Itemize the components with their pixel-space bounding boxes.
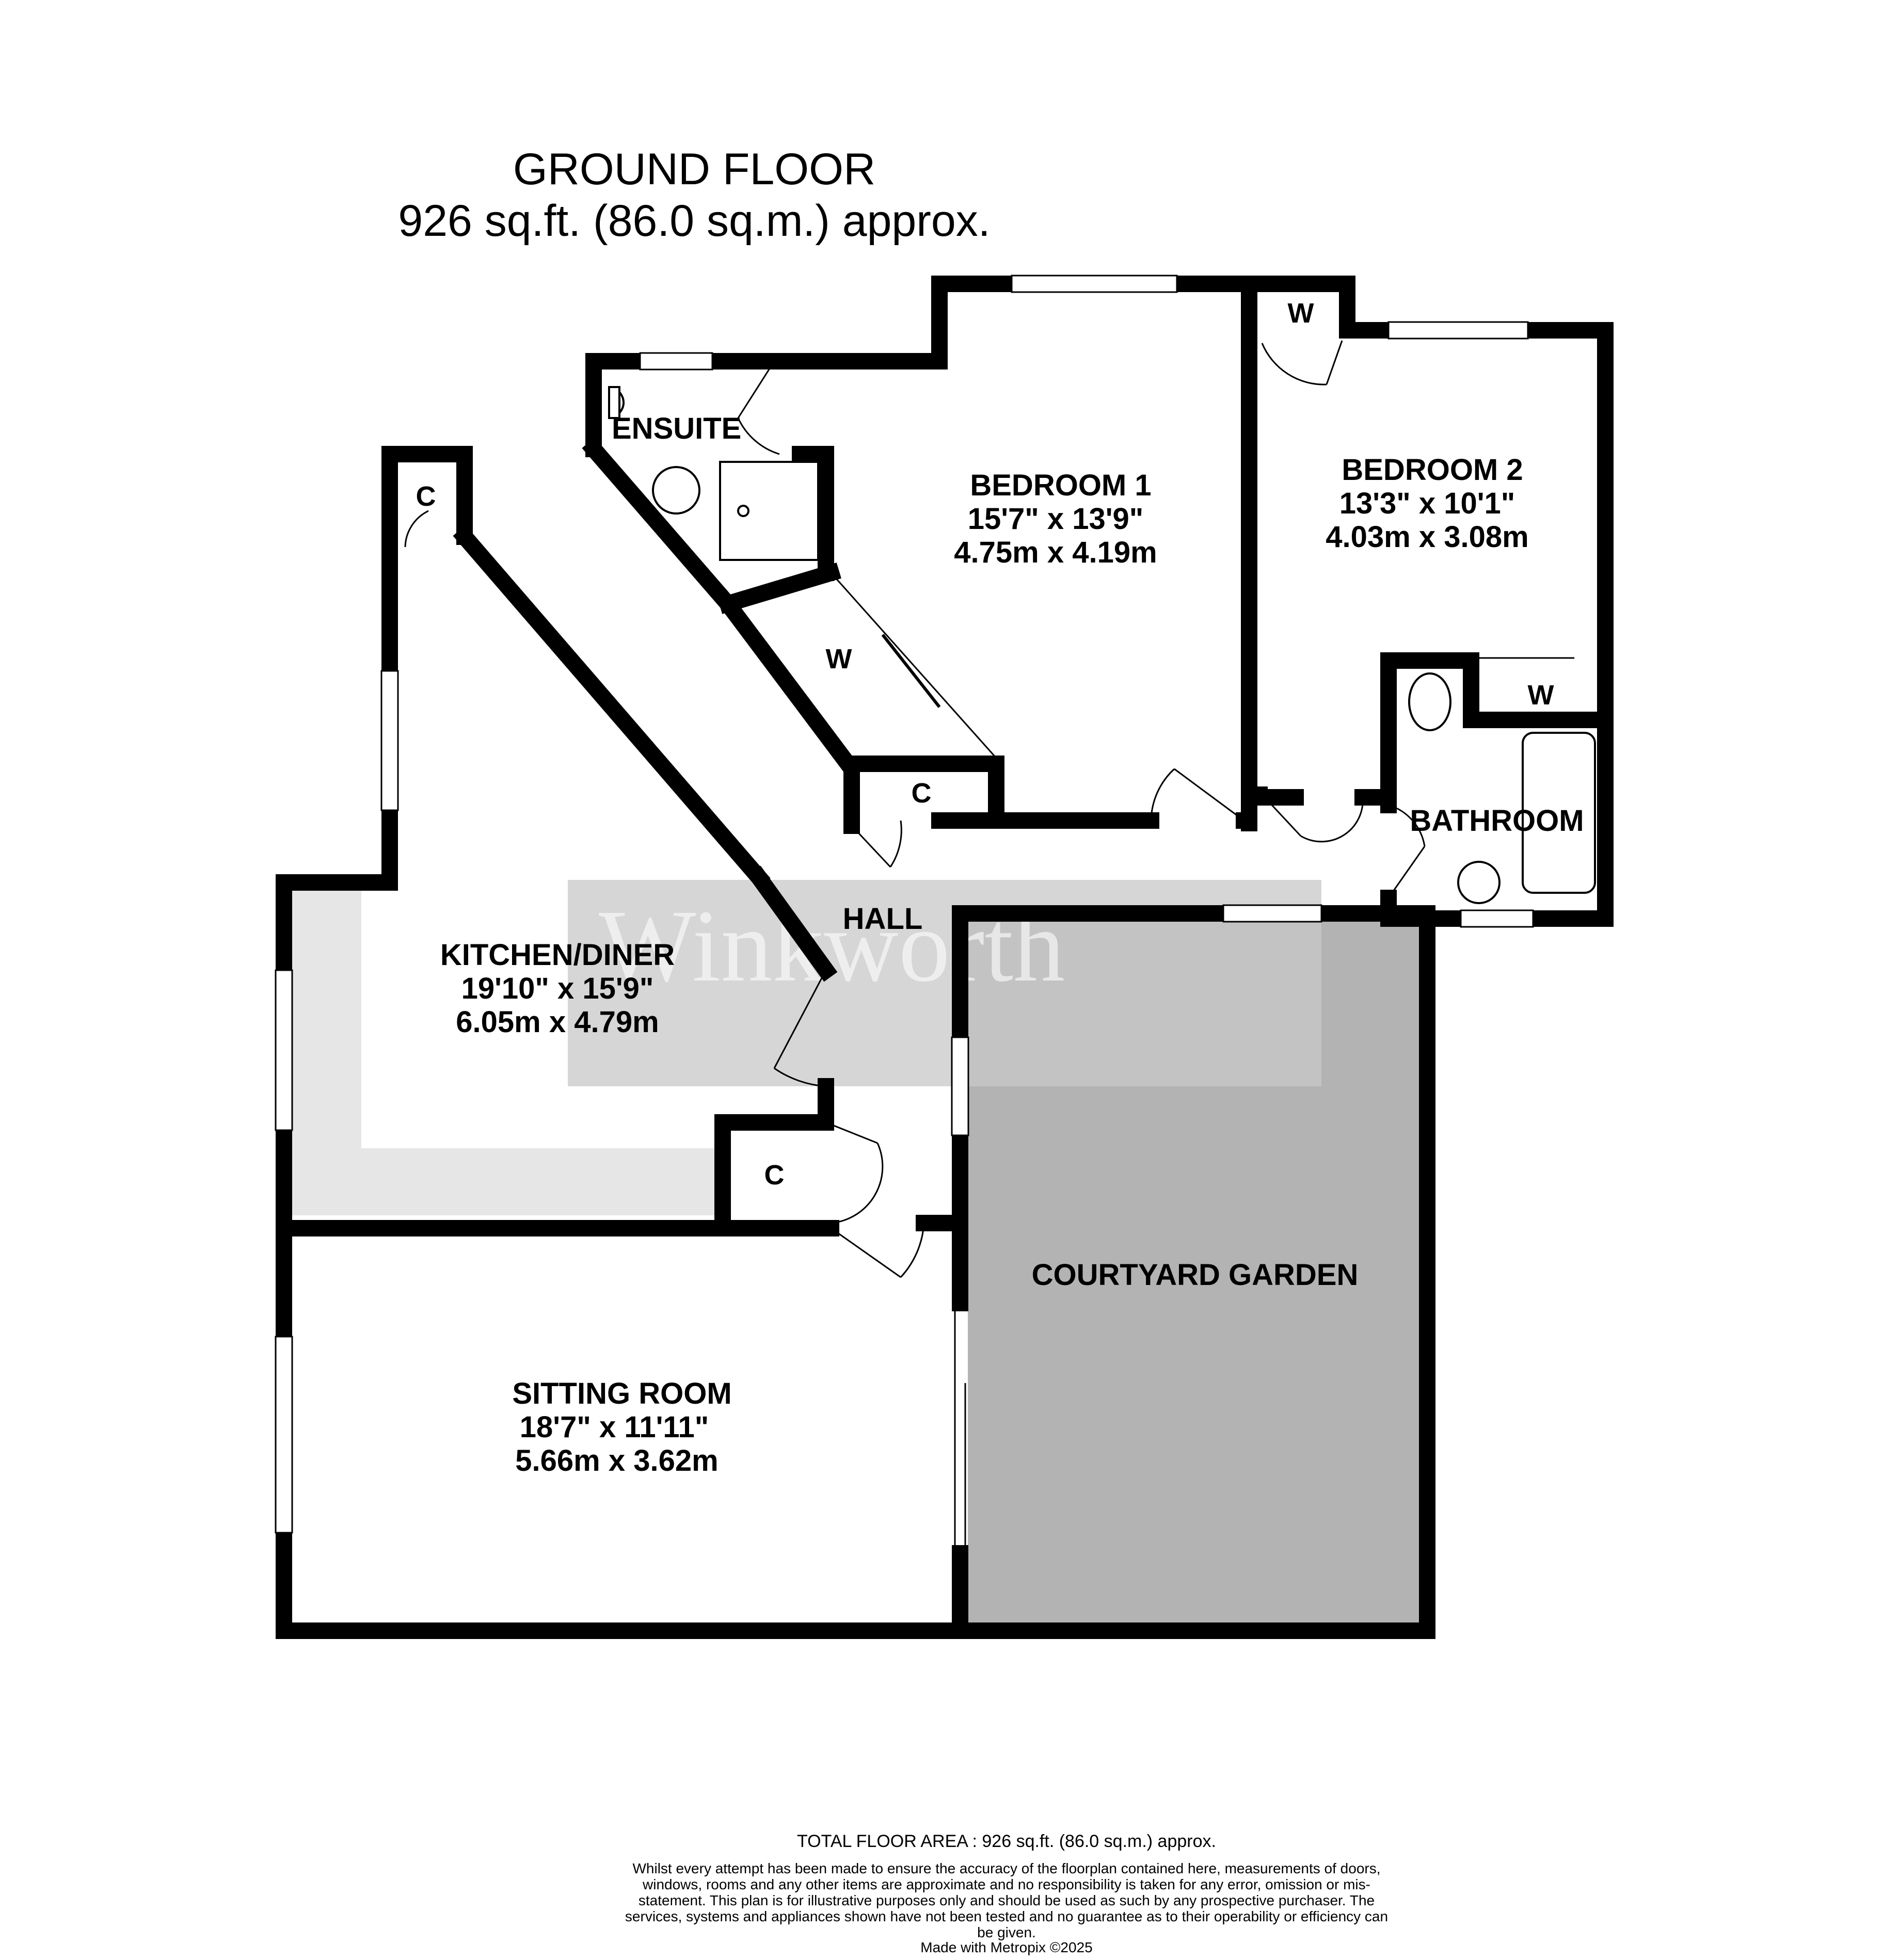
window-courtyard-side	[951, 1036, 969, 1136]
hall-label: HALL	[843, 902, 923, 936]
kitchen-worktop	[292, 888, 717, 1215]
bed2-wardrobe-top-label: W	[1288, 298, 1314, 329]
door-cupboard-lower	[825, 1121, 884, 1224]
shower-tray	[719, 461, 819, 561]
sliding-door-bed1	[830, 572, 1002, 764]
sitting-imperial: 18'7" x 11'11"	[520, 1410, 709, 1444]
sitting-metric: 5.66m x 3.62m	[515, 1444, 718, 1477]
door-sitting-hall	[831, 1223, 925, 1278]
bed2-wardrobe-side-label: W	[1528, 680, 1554, 711]
kitchen-name: KITCHEN/DINER	[440, 938, 675, 972]
door-kitchen-cupboard	[404, 510, 429, 548]
bedroom1-metric: 4.75m x 4.19m	[954, 536, 1157, 569]
door-ensuite	[737, 361, 780, 455]
ensuite-label: ENSUITE	[612, 412, 741, 445]
windows	[275, 275, 1534, 1534]
window-kitchen-left	[380, 670, 399, 811]
floor-area: 926 sq.ft. (86.0 sq.m.) approx.	[398, 196, 991, 246]
kitchen-imperial: 19'10" x 15'9"	[461, 972, 654, 1005]
footer-disclaimer: Whilst every attempt has been made to en…	[625, 1860, 1389, 1940]
kitchen-metric: 6.05m x 4.79m	[456, 1005, 659, 1039]
bath	[1522, 732, 1596, 894]
door-bedroom2	[1264, 796, 1364, 843]
bedroom2-metric: 4.03m x 3.08m	[1326, 520, 1528, 554]
window-bedroom2	[1387, 321, 1529, 340]
window-kitchen-outer	[275, 969, 293, 1131]
window-courtyard-top	[1222, 904, 1322, 923]
footer-made-with: Made with Metropix ©2025	[920, 1939, 1093, 1955]
bedroom2-imperial: 13'3" x 10'1"	[1339, 487, 1515, 520]
window-bedroom1	[1011, 275, 1178, 293]
toilet-bathroom	[1408, 672, 1451, 731]
hall-cupboard-label: C	[912, 778, 932, 809]
bed1-wardrobe-label: W	[826, 644, 852, 674]
bedroom1-name: BEDROOM 1	[970, 469, 1151, 502]
fixtures	[608, 386, 1596, 904]
window-ensuite	[639, 352, 713, 371]
courtyard-label: COURTYARD GARDEN	[1032, 1258, 1359, 1292]
door-kitchen-hall	[773, 970, 827, 1087]
door-bedroom1	[1150, 768, 1244, 822]
door-hall-cupboard	[851, 820, 902, 868]
door-bathroom	[1387, 804, 1426, 898]
sitting-name: SITTING ROOM	[512, 1377, 731, 1410]
toilet-ensuite	[608, 386, 625, 419]
lower-cupboard-label: C	[764, 1160, 785, 1191]
bedroom1-imperial: 15'7" x 13'9"	[968, 502, 1144, 536]
window-bathroom	[1460, 909, 1534, 928]
bedroom2-name: BEDROOM 2	[1342, 453, 1523, 487]
basin-bathroom	[1457, 861, 1501, 904]
door-wardrobe-bed2	[1261, 340, 1343, 385]
doors	[404, 340, 1426, 1553]
bathroom-label: BATHROOM	[1410, 804, 1584, 838]
basin-ensuite	[652, 466, 700, 515]
window-sitting	[275, 1336, 293, 1534]
kitchen-cupboard-label: C	[416, 481, 436, 512]
floor-title: GROUND FLOOR	[513, 144, 876, 194]
footer-total-area: TOTAL FLOOR AREA : 926 sq.ft. (86.0 sq.m…	[797, 1832, 1216, 1851]
